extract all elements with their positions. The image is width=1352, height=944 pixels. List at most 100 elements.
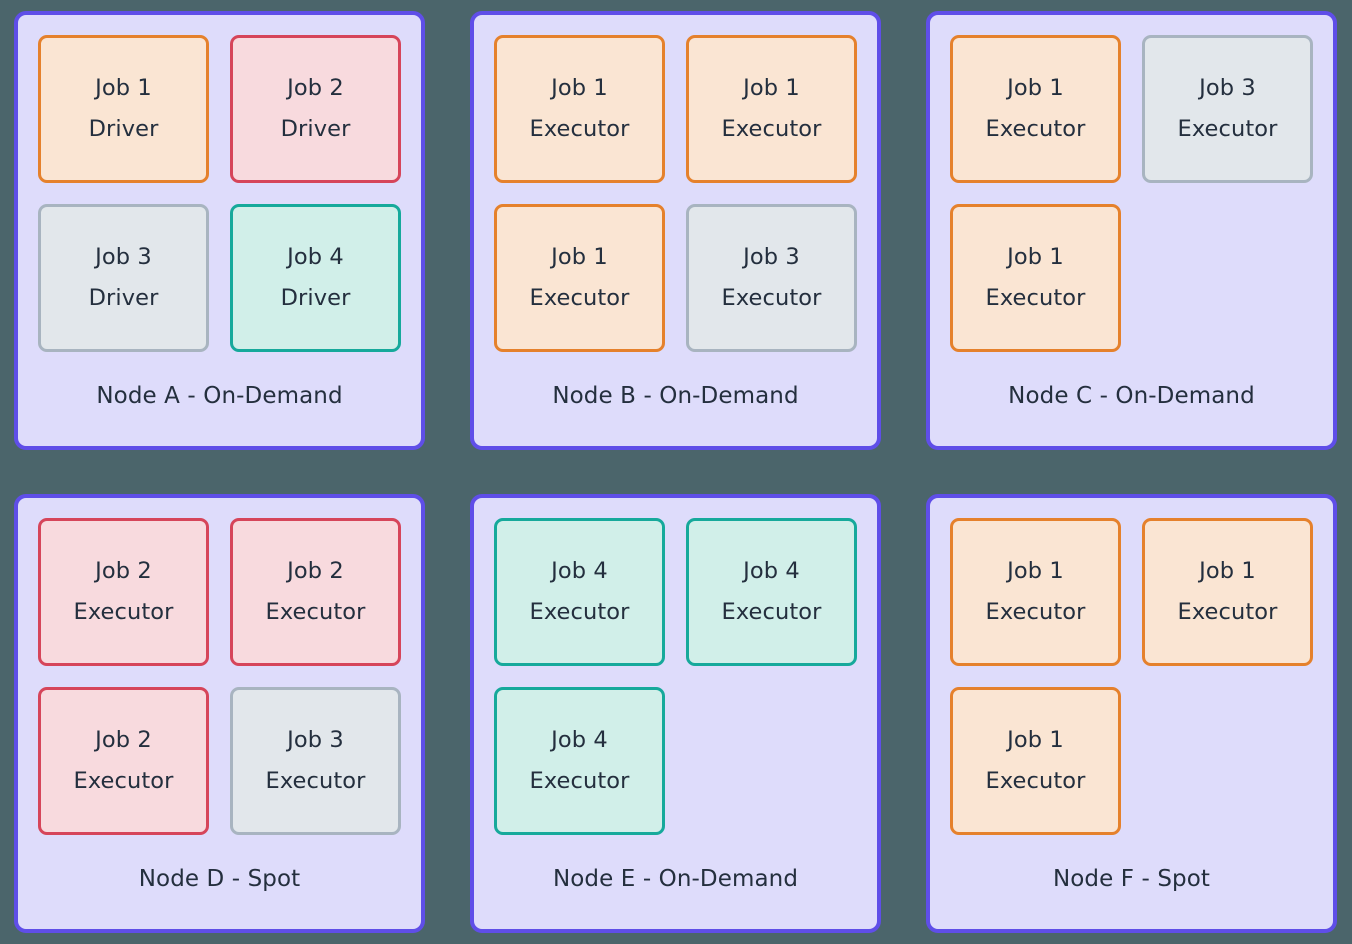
job-name-label: Job 3 bbox=[1199, 75, 1256, 101]
job-slot: Job 1 Executor bbox=[1142, 518, 1313, 666]
job-box[interactable]: Job 3 Executor bbox=[1142, 35, 1313, 183]
job-role-label: Executor bbox=[721, 116, 822, 142]
job-box[interactable]: Job 4 Executor bbox=[686, 518, 857, 666]
node-label: Node F - Spot bbox=[1052, 866, 1211, 892]
job-role-label: Driver bbox=[88, 285, 159, 311]
job-box[interactable]: Job 1 Executor bbox=[1142, 518, 1313, 666]
job-box[interactable]: Job 2 Executor bbox=[38, 518, 209, 666]
job-name-label: Job 2 bbox=[287, 75, 344, 101]
job-role-label: Executor bbox=[529, 116, 630, 142]
job-role-label: Executor bbox=[529, 768, 630, 794]
job-name-label: Job 2 bbox=[287, 558, 344, 584]
job-box[interactable]: Job 2 Executor bbox=[38, 687, 209, 835]
job-slot: Job 1 Driver bbox=[38, 35, 209, 183]
job-slot: Job 1 Executor bbox=[950, 518, 1121, 666]
job-slot: Job 1 Executor bbox=[494, 204, 665, 352]
job-slot: Job 3 Executor bbox=[1142, 35, 1313, 183]
job-box[interactable]: Job 3 Executor bbox=[230, 687, 401, 835]
job-slot: Job 2 Driver bbox=[230, 35, 401, 183]
job-role-label: Executor bbox=[985, 285, 1086, 311]
job-box[interactable]: Job 2 Driver bbox=[230, 35, 401, 183]
job-name-label: Job 1 bbox=[95, 75, 152, 101]
job-name-label: Job 1 bbox=[551, 244, 608, 270]
job-name-label: Job 1 bbox=[1199, 558, 1256, 584]
job-slot: Job 4 Driver bbox=[230, 204, 401, 352]
job-role-label: Executor bbox=[73, 768, 174, 794]
job-name-label: Job 1 bbox=[1007, 75, 1064, 101]
job-slot: Job 3 Executor bbox=[230, 687, 401, 835]
job-role-label: Executor bbox=[265, 599, 366, 625]
job-slot: Job 4 Executor bbox=[494, 518, 665, 666]
node-label: Node C - On-Demand bbox=[1008, 383, 1255, 409]
job-role-label: Driver bbox=[88, 116, 159, 142]
node-label: Node A - On-Demand bbox=[96, 383, 343, 409]
job-role-label: Executor bbox=[73, 599, 174, 625]
job-role-label: Executor bbox=[1177, 116, 1278, 142]
job-box[interactable]: Job 3 Driver bbox=[38, 204, 209, 352]
job-name-label: Job 3 bbox=[95, 244, 152, 270]
job-role-label: Executor bbox=[985, 116, 1086, 142]
job-name-label: Job 1 bbox=[1007, 244, 1064, 270]
job-name-label: Job 3 bbox=[287, 727, 344, 753]
node-label: Node D - Spot bbox=[138, 866, 301, 892]
job-box[interactable]: Job 1 Executor bbox=[686, 35, 857, 183]
job-box[interactable]: Job 4 Driver bbox=[230, 204, 401, 352]
node-label: Node E - On-Demand bbox=[552, 866, 799, 892]
job-box[interactable]: Job 1 Executor bbox=[494, 204, 665, 352]
job-box[interactable]: Job 2 Executor bbox=[230, 518, 401, 666]
job-slot: Job 4 Executor bbox=[686, 518, 857, 666]
job-slot: Job 4 Executor bbox=[494, 687, 665, 835]
job-name-label: Job 1 bbox=[743, 75, 800, 101]
job-role-label: Executor bbox=[721, 599, 822, 625]
job-role-label: Executor bbox=[985, 599, 1086, 625]
job-slot: Job 3 Driver bbox=[38, 204, 209, 352]
job-role-label: Executor bbox=[1177, 599, 1278, 625]
job-name-label: Job 4 bbox=[743, 558, 800, 584]
job-name-label: Job 1 bbox=[1007, 727, 1064, 753]
job-box[interactable]: Job 1 Executor bbox=[950, 35, 1121, 183]
job-role-label: Executor bbox=[721, 285, 822, 311]
job-role-label: Executor bbox=[529, 599, 630, 625]
job-box[interactable]: Job 1 Executor bbox=[950, 204, 1121, 352]
job-role-label: Executor bbox=[529, 285, 630, 311]
job-slot: Job 1 Executor bbox=[494, 35, 665, 183]
job-name-label: Job 4 bbox=[551, 558, 608, 584]
job-slot: Job 2 Executor bbox=[38, 518, 209, 666]
job-box[interactable]: Job 1 Driver bbox=[38, 35, 209, 183]
empty-slot bbox=[1142, 204, 1313, 352]
job-role-label: Driver bbox=[280, 116, 351, 142]
job-name-label: Job 1 bbox=[551, 75, 608, 101]
job-name-label: Job 2 bbox=[95, 727, 152, 753]
job-slot: Job 1 Executor bbox=[950, 35, 1121, 183]
node-label: Node B - On-Demand bbox=[552, 383, 799, 409]
job-box[interactable]: Job 4 Executor bbox=[494, 687, 665, 835]
job-slot: Job 2 Executor bbox=[38, 687, 209, 835]
job-role-label: Executor bbox=[265, 768, 366, 794]
job-box[interactable]: Job 1 Executor bbox=[950, 518, 1121, 666]
job-slot: Job 1 Executor bbox=[950, 204, 1121, 352]
job-name-label: Job 4 bbox=[287, 244, 344, 270]
job-name-label: Job 4 bbox=[551, 727, 608, 753]
job-name-label: Job 1 bbox=[1007, 558, 1064, 584]
job-box[interactable]: Job 4 Executor bbox=[494, 518, 665, 666]
job-box[interactable]: Job 1 Executor bbox=[494, 35, 665, 183]
job-slot: Job 1 Executor bbox=[686, 35, 857, 183]
job-role-label: Driver bbox=[280, 285, 351, 311]
job-name-label: Job 2 bbox=[95, 558, 152, 584]
